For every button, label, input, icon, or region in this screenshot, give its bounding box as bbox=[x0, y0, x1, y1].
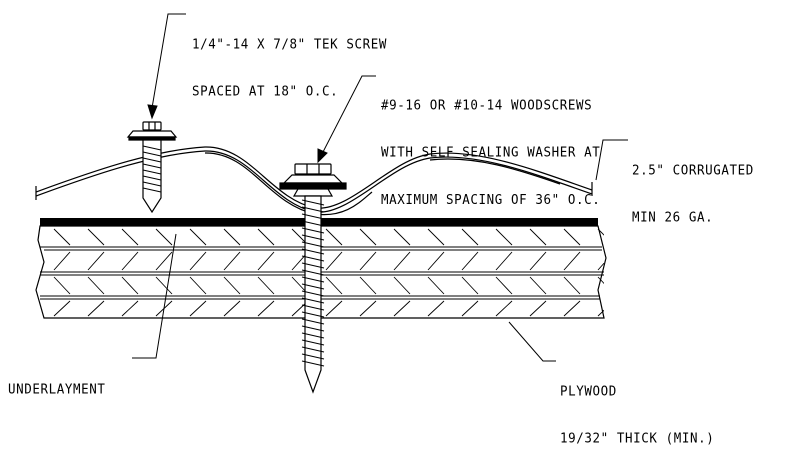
corrugated-note-line2: MIN 26 GA. bbox=[632, 209, 714, 225]
corrugated-note: 2.5" CORRUGATED MIN 26 GA. bbox=[632, 130, 754, 240]
roof-section-drawing bbox=[35, 13, 628, 394]
woodscrew-note-line2: WITH SELF SEALING WASHER AT bbox=[381, 144, 601, 160]
plywood-note: PLYWOOD 19/32" THICK (MIN.) bbox=[560, 351, 714, 461]
plywood-note-line1: PLYWOOD bbox=[560, 382, 617, 399]
tek-screw-note: 1/4"-14 X 7/8" TEK SCREW SPACED AT 18" O… bbox=[192, 4, 387, 114]
underlayment-label-text: UNDERLAYMENT bbox=[8, 381, 106, 397]
woodscrew-note-line1: #9-16 OR #10-14 WOODSCREWS bbox=[381, 96, 593, 113]
plywood-note-line2: 19/32" THICK (MIN.) bbox=[560, 430, 715, 446]
tek-screw bbox=[126, 121, 178, 214]
woodscrew-note-line3: MAXIMUM SPACING OF 36" O.C. bbox=[381, 191, 601, 207]
tek-screw-note-line1: 1/4"-14 X 7/8" TEK SCREW bbox=[192, 35, 388, 52]
woodscrew-note: #9-16 OR #10-14 WOODSCREWS WITH SELF SEA… bbox=[381, 65, 600, 223]
tek-screw-note-line2: SPACED AT 18" O.C. bbox=[192, 83, 339, 99]
leader-lines bbox=[132, 13, 628, 362]
corrugated-note-line1: 2.5" CORRUGATED bbox=[632, 161, 754, 178]
underlayment-label: UNDERLAYMENT bbox=[8, 350, 106, 413]
woodscrew bbox=[279, 163, 347, 394]
